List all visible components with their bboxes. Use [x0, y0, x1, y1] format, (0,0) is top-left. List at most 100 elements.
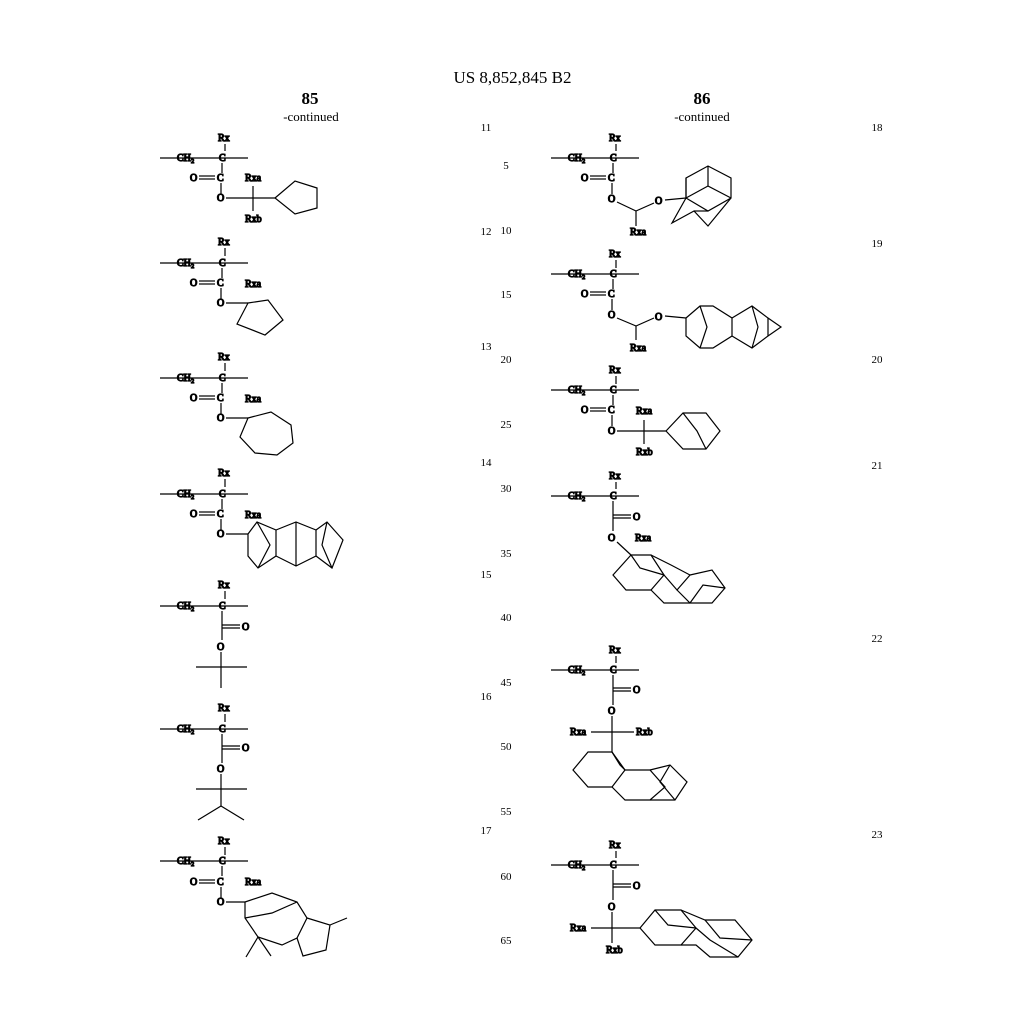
- structure-20: Rx CH₂ C O C O Rxa Rxb: [551, 364, 721, 459]
- label-ch2: CH₂: [568, 665, 585, 676]
- label-rxb: Rxb: [636, 447, 653, 458]
- label-ch2: CH₂: [177, 153, 194, 164]
- label-c: C: [219, 258, 226, 269]
- label-rx: Rx: [218, 133, 230, 144]
- label-c: C: [219, 724, 226, 735]
- label-rxa: Rxa: [245, 173, 262, 184]
- line-number: 10: [500, 225, 512, 237]
- label-c: C: [217, 173, 224, 184]
- label-ch2: CH₂: [177, 601, 194, 612]
- line-number: 40: [500, 612, 512, 624]
- label-o: O: [190, 877, 197, 888]
- label-o: O: [633, 881, 640, 892]
- label-rx: Rx: [218, 703, 230, 714]
- label-o: O: [242, 743, 249, 754]
- compound-number: 18: [871, 122, 883, 134]
- label-ch2: CH₂: [568, 153, 585, 164]
- label-rxa: Rxa: [636, 406, 653, 417]
- label-o: O: [190, 393, 197, 404]
- compound-number: 21: [871, 460, 883, 472]
- line-number: 65: [500, 935, 512, 947]
- label-rx: Rx: [218, 836, 230, 847]
- label-o: O: [633, 685, 640, 696]
- label-o: O: [608, 533, 615, 544]
- label-o: O: [190, 278, 197, 289]
- line-number: 20: [500, 354, 512, 366]
- label-o: O: [655, 196, 662, 207]
- label-rxa: Rxa: [570, 923, 587, 934]
- label-c: C: [219, 601, 226, 612]
- label-c: C: [219, 856, 226, 867]
- label-ch2: CH₂: [177, 489, 194, 500]
- line-number: 35: [500, 548, 512, 560]
- label-rxa: Rxa: [245, 510, 262, 521]
- label-o: O: [633, 512, 640, 523]
- label-o: O: [217, 413, 224, 424]
- compound-number: 16: [480, 691, 492, 703]
- line-number: 60: [500, 871, 512, 883]
- label-c: C: [610, 665, 617, 676]
- label-rx: Rx: [218, 352, 230, 363]
- label-rx: Rx: [609, 249, 621, 260]
- structure-23: Rx CH₂ C O O Rxa Rxb: [551, 839, 753, 958]
- label-o: O: [581, 173, 588, 184]
- label-o: O: [217, 529, 224, 540]
- label-rx: Rx: [218, 580, 230, 591]
- label-o: O: [608, 310, 615, 321]
- label-c: C: [610, 385, 617, 396]
- compound-number: 13: [480, 341, 492, 353]
- label-c: C: [608, 289, 615, 300]
- label-o: O: [217, 897, 224, 908]
- structure-14: Rx CH₂ C O C O Rxa: [160, 467, 344, 569]
- label-o: O: [217, 764, 224, 775]
- label-o: O: [608, 902, 615, 913]
- compound-number: 17: [480, 825, 492, 837]
- label-c: C: [217, 278, 224, 289]
- continued-left: -continued: [283, 109, 339, 124]
- label-rxa: Rxa: [245, 279, 262, 290]
- line-number: 30: [500, 483, 512, 495]
- line-number: 15: [500, 289, 512, 301]
- label-rxa: Rxa: [245, 394, 262, 405]
- compound-number: 15: [480, 569, 492, 581]
- label-c: C: [610, 269, 617, 280]
- label-o: O: [190, 509, 197, 520]
- line-number: 50: [500, 741, 512, 753]
- line-number: 25: [500, 419, 512, 431]
- label-o: O: [217, 298, 224, 309]
- structure-11: Rx CH₂ C O C O Rxa Rxb: [160, 132, 318, 226]
- label-ch2: CH₂: [177, 724, 194, 735]
- label-c: C: [219, 153, 226, 164]
- label-o: O: [581, 289, 588, 300]
- patent-number: US 8,852,845 B2: [453, 68, 572, 87]
- compound-number: 12: [480, 226, 492, 238]
- line-number: 5: [503, 160, 509, 172]
- label-rxa: Rxa: [630, 227, 647, 238]
- label-c: C: [219, 489, 226, 500]
- label-c: C: [217, 509, 224, 520]
- compound-number: 22: [871, 633, 883, 645]
- label-rxb: Rxb: [636, 727, 653, 738]
- label-o: O: [190, 173, 197, 184]
- label-rxb: Rxb: [245, 214, 262, 225]
- label-o: O: [217, 642, 224, 653]
- label-rx: Rx: [218, 237, 230, 248]
- label-c: C: [219, 373, 226, 384]
- page-number-right: 86: [693, 89, 711, 108]
- label-o: O: [217, 193, 224, 204]
- page-number-left: 85: [301, 89, 319, 108]
- label-c: C: [610, 491, 617, 502]
- label-o: O: [608, 706, 615, 717]
- structure-17: Rx CH₂ C O C O Rxa: [160, 835, 348, 958]
- compound-number: 19: [871, 238, 883, 250]
- compound-number: 14: [480, 457, 492, 469]
- compound-number: 11: [480, 122, 492, 134]
- label-ch2: CH₂: [568, 385, 585, 396]
- label-c: C: [610, 153, 617, 164]
- line-number: 55: [500, 806, 512, 818]
- label-rx: Rx: [609, 133, 621, 144]
- structure-21: Rx CH₂ C O O Rxa: [551, 470, 726, 604]
- structure-12: Rx CH₂ C O C O Rxa: [160, 236, 284, 336]
- label-c: C: [608, 173, 615, 184]
